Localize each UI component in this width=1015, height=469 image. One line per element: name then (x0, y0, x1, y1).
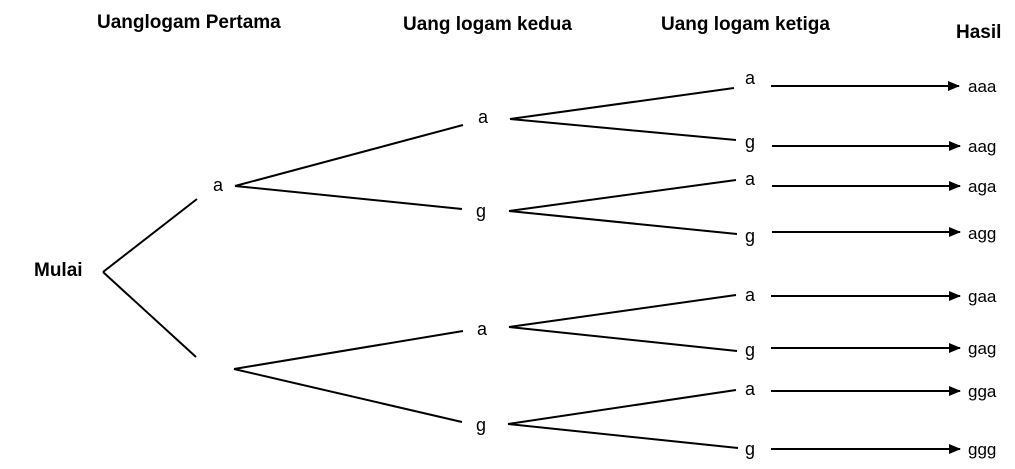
header-coin1: Uanglogam Pertama (97, 12, 281, 33)
level3-node-2: g (745, 132, 755, 152)
start-label: Mulai (34, 260, 83, 281)
level3-node-6: g (745, 340, 755, 360)
header-result: Hasil (956, 22, 1001, 43)
level3-node-1: a (745, 68, 756, 88)
result-7: gga (968, 382, 997, 401)
level2-node-3: a (477, 319, 488, 339)
edge-l2-3-to-l3-6 (508, 326, 738, 352)
edge-start-to-g (102, 271, 197, 358)
level3-node-5: a (745, 285, 756, 305)
level2-node-1: a (478, 107, 489, 127)
edge-l2-1-to-l3-1 (509, 87, 735, 120)
edge-l2-4-to-l3-8 (507, 423, 739, 449)
edge-l2-1-to-l3-2 (509, 118, 737, 141)
edge-l2-2-to-l3-4 (508, 210, 738, 235)
level1-node-1: a (213, 175, 224, 195)
result-5: gaa (968, 287, 997, 306)
level3-node-4: g (745, 226, 755, 246)
edge-l2-2-to-l3-3 (508, 179, 737, 212)
edge-l1-1-to-l2-1 (234, 124, 464, 187)
edge-l2-3-to-l3-5 (508, 294, 737, 328)
header-coin3: Uang logam ketiga (661, 14, 830, 35)
level3-node-3: a (745, 169, 756, 189)
result-6: gag (968, 339, 996, 358)
level2-node-4: g (476, 415, 486, 435)
level2-node-2: g (476, 201, 486, 221)
edge-l1-1-to-l2-2 (234, 185, 463, 210)
level3-node-8: g (745, 439, 755, 459)
edge-l1-2-to-l2-4 (233, 368, 463, 423)
header-coin2: Uang logam kedua (403, 14, 572, 35)
edge-l1-2-to-l2-3 (233, 330, 464, 370)
result-4: agg (968, 224, 996, 243)
result-8: ggg (968, 440, 996, 459)
result-1: aaa (968, 77, 997, 96)
result-3: aga (968, 177, 997, 196)
edge-l2-4-to-l3-7 (507, 389, 737, 425)
result-2: aag (968, 137, 996, 156)
level3-node-7: a (745, 379, 756, 399)
edge-start-to-a (102, 198, 198, 273)
